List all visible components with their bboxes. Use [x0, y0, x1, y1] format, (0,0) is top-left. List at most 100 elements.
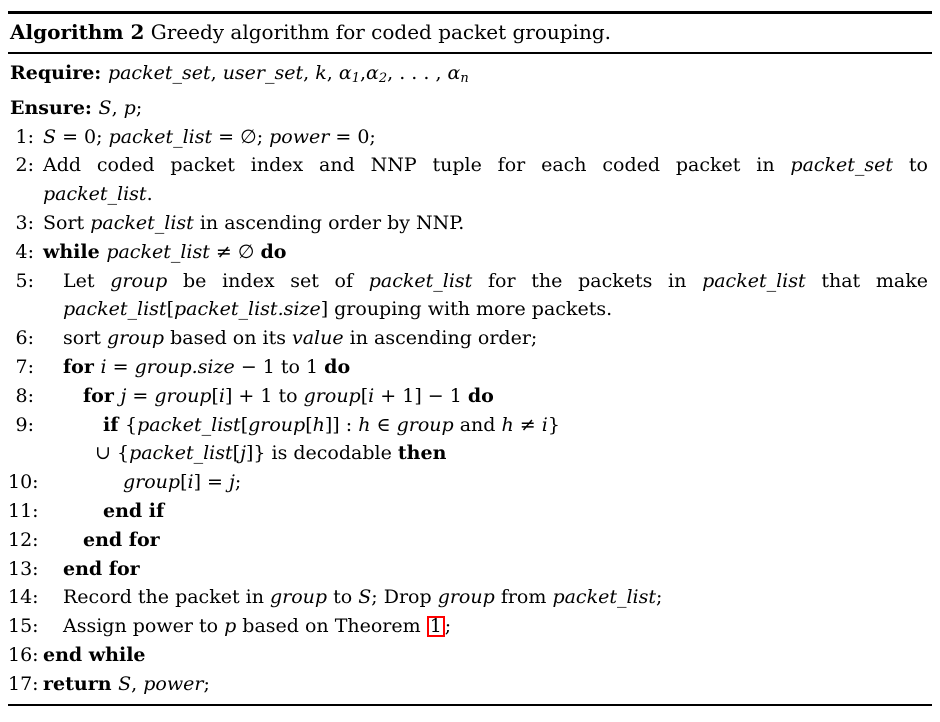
algorithm-label: Algorithm 2	[10, 20, 145, 44]
header-rule	[8, 52, 932, 54]
text-segment: end for	[83, 528, 160, 551]
text-segment: end if	[103, 499, 165, 522]
algorithm-line: 5:Let group be index set of packet_list …	[8, 267, 932, 296]
text-segment: ]] :	[324, 413, 359, 436]
line-content: Ensure: S, p;	[8, 94, 932, 123]
line-number: 12:	[8, 528, 39, 551]
line-content: while packet_list ≠ ∅ do	[43, 238, 932, 267]
algorithm-line: 13:end for	[8, 555, 932, 584]
text-segment: power	[143, 672, 204, 695]
text-segment: in ascending order by NNP.	[193, 211, 465, 234]
text-segment: be index set of	[167, 269, 369, 292]
text-segment: to	[327, 586, 359, 609]
theorem-reference-link[interactable]: 1	[426, 616, 445, 638]
text-segment: ; Drop	[371, 586, 438, 609]
algorithm-body: Require: packet_set, user_set, k, α1,α2,…	[8, 54, 932, 699]
text-segment: ∈	[370, 413, 397, 436]
text-segment: Record the packet in	[63, 586, 270, 609]
text-segment: Require:	[10, 62, 108, 84]
algorithm-line: 17:return S, power;	[8, 670, 932, 699]
text-segment: do	[324, 355, 351, 378]
text-segment: Sort	[43, 211, 91, 234]
line-number: 1:	[15, 125, 35, 148]
text-segment: to	[893, 154, 928, 177]
algorithm-line: 4: while packet_list ≠ ∅ do	[8, 238, 932, 267]
text-segment: group	[154, 384, 212, 407]
text-segment: user_set	[222, 62, 304, 84]
text-segment: j	[120, 384, 127, 407]
text-segment: packet_list.size	[174, 298, 321, 321]
text-segment: ,	[303, 62, 316, 84]
text-segment: p	[224, 615, 237, 638]
line-number: 10:	[8, 471, 39, 494]
text-segment: that make	[805, 269, 928, 292]
line-content: end for	[43, 526, 932, 555]
text-segment: }	[547, 413, 560, 436]
text-segment: h	[358, 413, 371, 436]
text-segment: Assign power to	[63, 615, 225, 638]
line-content: return S, power;	[43, 670, 932, 699]
text-segment: based on its	[164, 327, 292, 350]
text-segment: then	[397, 442, 447, 465]
text-segment: packet_list	[137, 413, 241, 436]
text-segment: [	[180, 471, 188, 494]
text-segment: ;	[135, 96, 143, 119]
text-segment: group	[303, 384, 361, 407]
text-segment: = 0;	[56, 125, 109, 148]
text-segment: for	[83, 384, 121, 407]
text-segment: group	[110, 269, 168, 292]
line-number: 3:	[15, 211, 35, 234]
text-segment: ,	[111, 96, 124, 119]
line-number: 6:	[15, 327, 35, 350]
algorithm-line: ∪ {packet_list[j]} is decodable then	[8, 439, 932, 468]
text-segment: ;	[656, 586, 663, 609]
algorithm-line: packet_list[packet_list.size] grouping w…	[8, 295, 932, 324]
text-segment: i	[100, 355, 107, 378]
text-segment: ,	[359, 62, 367, 84]
line-number: 9:	[15, 413, 35, 436]
line-content: end while	[43, 641, 932, 670]
text-segment: packet_list	[129, 442, 233, 465]
text-segment: if	[103, 413, 126, 436]
text-segment: group	[106, 327, 165, 350]
text-segment: ;	[203, 672, 210, 695]
line-content: sort group based on its value in ascendi…	[43, 324, 932, 353]
line-content: Sort packet_list in ascending order by N…	[43, 209, 932, 238]
text-segment: α	[366, 62, 379, 84]
text-segment: ] + 1 to	[224, 384, 304, 407]
text-segment: packet_list	[108, 125, 213, 148]
text-segment: return	[43, 672, 119, 695]
text-segment: in ascending order;	[343, 327, 538, 350]
text-segment: for	[63, 355, 101, 378]
line-content: for i = group.size − 1 to 1 do	[43, 353, 932, 382]
line-content: Require: packet_set, user_set, k, α1,α2,…	[8, 59, 932, 94]
algorithm-caption: Greedy algorithm for coded packet groupi…	[144, 20, 611, 44]
algorithm-title: Algorithm 2 Greedy algorithm for coded p…	[8, 14, 932, 52]
text-segment: α	[447, 62, 461, 84]
text-segment: = 0;	[329, 125, 376, 148]
text-segment: group	[270, 586, 328, 609]
text-segment: do	[260, 240, 287, 263]
text-segment: j	[240, 442, 246, 465]
text-segment: p	[123, 96, 136, 119]
text-segment: =	[126, 384, 155, 407]
text-segment: i	[368, 384, 375, 407]
line-content: Record the packet in group to S; Drop gr…	[43, 583, 932, 612]
text-segment: α	[338, 62, 352, 84]
text-segment: packet_set	[790, 154, 894, 177]
text-segment: 1	[351, 71, 360, 86]
line-number: 4:	[15, 240, 35, 263]
algorithm-line: 12: end for	[8, 526, 932, 555]
algorithm-line: 10:group[i] = j;	[8, 468, 932, 497]
line-content: packet_list.	[43, 180, 932, 209]
text-segment: i	[218, 384, 225, 407]
algorithm-line: 7:for i = group.size − 1 to 1 do	[8, 353, 932, 382]
algorithm-line: 16:end while	[8, 641, 932, 670]
text-segment: Let	[63, 269, 111, 292]
text-segment: group	[396, 413, 454, 436]
text-segment: h	[501, 413, 514, 436]
algorithm-line: 8:for j = group[i] + 1 to group[i + 1] −…	[8, 382, 932, 411]
text-segment: ;	[444, 615, 452, 638]
algorithm-line: 3: Sort packet_list in ascending order by…	[8, 209, 932, 238]
